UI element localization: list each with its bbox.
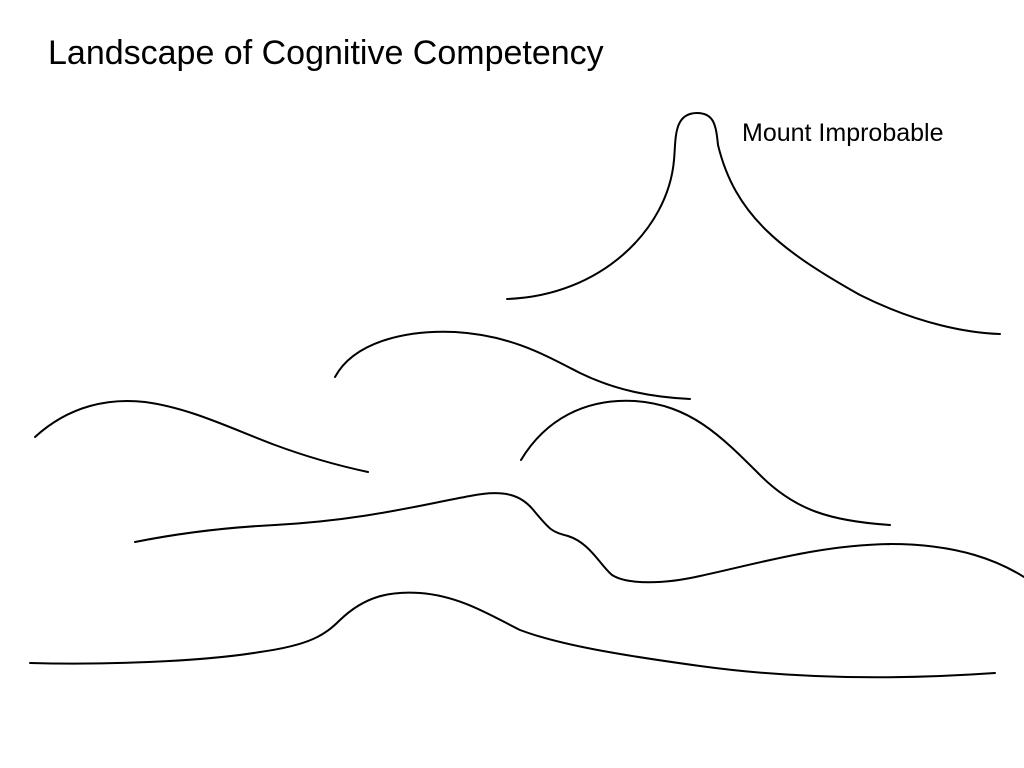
left-hill-ridge: [34, 399, 369, 473]
middle-hill-ridge: [334, 330, 691, 400]
slide-title: Landscape of Cognitive Competency: [48, 34, 604, 72]
foreground-ridge: [29, 591, 996, 679]
mount-improbable-ridge: [506, 112, 1001, 335]
long-wavy-ridge: [134, 492, 1024, 584]
right-middle-hill-ridge: [520, 399, 891, 526]
mount-improbable-label: Mount Improbable: [742, 119, 944, 147]
